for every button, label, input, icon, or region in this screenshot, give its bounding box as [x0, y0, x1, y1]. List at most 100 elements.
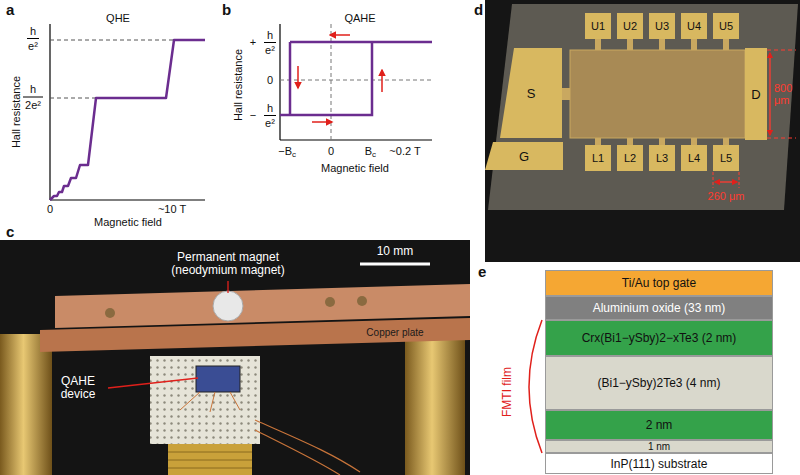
contact-pad: L4 [681, 145, 707, 171]
dimension-label: 800 μm [774, 82, 798, 107]
dashed-guide [280, 80, 432, 81]
axis-tick: −B [278, 145, 292, 157]
permanent-magnet [213, 291, 243, 321]
layer-band: Ti/Au top gate [545, 270, 773, 296]
contact-pad: U1 [585, 13, 611, 39]
layer-band: 2 nm [545, 410, 773, 440]
pad-name: U4 [687, 20, 701, 32]
layer-band: Aluminium oxide (33 nm) [545, 296, 773, 320]
photo-background [0, 240, 470, 475]
pad-name: S [527, 86, 536, 101]
scale-bar [360, 263, 430, 266]
film-bracket [529, 320, 542, 453]
circuit-board [150, 356, 260, 444]
pad-lead [595, 39, 601, 50]
hall-curve [50, 40, 205, 200]
pad-lead [627, 39, 633, 50]
bond-wire [180, 392, 240, 412]
y-axis [279, 24, 280, 140]
subscript: c [292, 151, 296, 160]
pad-shape [485, 142, 563, 170]
axis-title: Hall resistance [10, 76, 22, 148]
contact-pad: U2 [617, 13, 643, 39]
sweep-arrow [330, 34, 350, 36]
axis-title: Hall resistance [232, 49, 244, 121]
sweep-arrow [312, 121, 332, 123]
pad-lead [723, 138, 729, 145]
contact-pad: U3 [649, 13, 675, 39]
axis-tick: e² [265, 117, 275, 129]
axis-tick: h [30, 25, 36, 37]
pad-lead [627, 138, 633, 145]
dimension-line [767, 50, 796, 51]
contact-pad: L5 [713, 145, 739, 171]
contact-pad: L1 [585, 145, 611, 171]
screw [325, 297, 335, 307]
dimension-line [713, 172, 714, 188]
pad-name: U5 [719, 20, 733, 32]
leader-line [108, 378, 198, 388]
layer-name: 2 nm [646, 418, 673, 432]
axis-tick: + [250, 36, 256, 48]
brass-post [405, 330, 465, 475]
x-axis [280, 139, 432, 140]
axis-tick: 0 [328, 145, 334, 157]
sweep-arrow [297, 66, 299, 88]
panel-letter: e [478, 264, 486, 281]
pad-name: G [519, 149, 529, 164]
layer-name: 1 nm [648, 441, 670, 452]
copper-plate [40, 318, 470, 352]
dimension-label: 260 μm [708, 190, 745, 202]
qhe-plot [23, 24, 205, 200]
pad-name: U3 [655, 20, 669, 32]
axis-tick: − [250, 109, 256, 121]
coil [168, 444, 252, 475]
dimension-line [767, 138, 796, 139]
pad-lead [659, 39, 665, 50]
layer-name: Crx(Bi1−ySby)2−xTe3 (2 nm) [582, 331, 737, 345]
axis-tick: B [365, 145, 372, 157]
dimension-line [739, 172, 740, 188]
layer-band: (Bi1−ySby)2Te3 (4 nm) [545, 356, 773, 410]
pad-name: L1 [592, 152, 604, 164]
layer-band: InP(111) substrate [545, 453, 773, 474]
bracket-label: FMTI film [501, 367, 514, 417]
subscript: c [372, 151, 376, 160]
layer-name: Ti/Au top gate [622, 276, 696, 290]
pad-lead [723, 39, 729, 50]
contact-pad: U5 [713, 13, 739, 39]
contact-pad: D [745, 48, 767, 140]
callout-label: Copper plate [366, 327, 423, 338]
pad-name: L3 [656, 152, 668, 164]
screw [105, 308, 115, 318]
layer-band: Crx(Bi1−ySby)2−xTe3 (2 nm) [545, 320, 773, 356]
axis-tick: 0 [47, 203, 53, 215]
photo-background [485, 0, 800, 262]
setup-photo [0, 240, 470, 475]
pad-lead [595, 138, 601, 145]
leader-line [227, 281, 228, 293]
plot-title: QAHE [344, 12, 375, 24]
fraction-bar [264, 42, 276, 43]
pad-name: L5 [720, 152, 732, 164]
contact-pad: L2 [617, 145, 643, 171]
axis-tick: 0 [267, 74, 273, 86]
pad-lead [659, 138, 665, 145]
axis-tick: h [267, 102, 273, 114]
y-axis [49, 24, 50, 200]
fraction-bar [23, 97, 43, 98]
contact-pad: G [485, 142, 563, 170]
hysteresis-loop [280, 42, 432, 115]
contact-pad: S [500, 48, 562, 138]
qahe-chip [196, 366, 240, 392]
lead-wire [255, 420, 360, 475]
pad-lead [691, 39, 697, 50]
axis-tick: ~10 T [158, 203, 186, 215]
fraction-bar [264, 115, 276, 116]
x-axis [50, 199, 205, 200]
axis-tick: h [30, 83, 36, 95]
pad-name: L4 [688, 152, 700, 164]
callout-label: QAHE device [53, 375, 103, 402]
layer-band: 1 nm [545, 440, 773, 453]
